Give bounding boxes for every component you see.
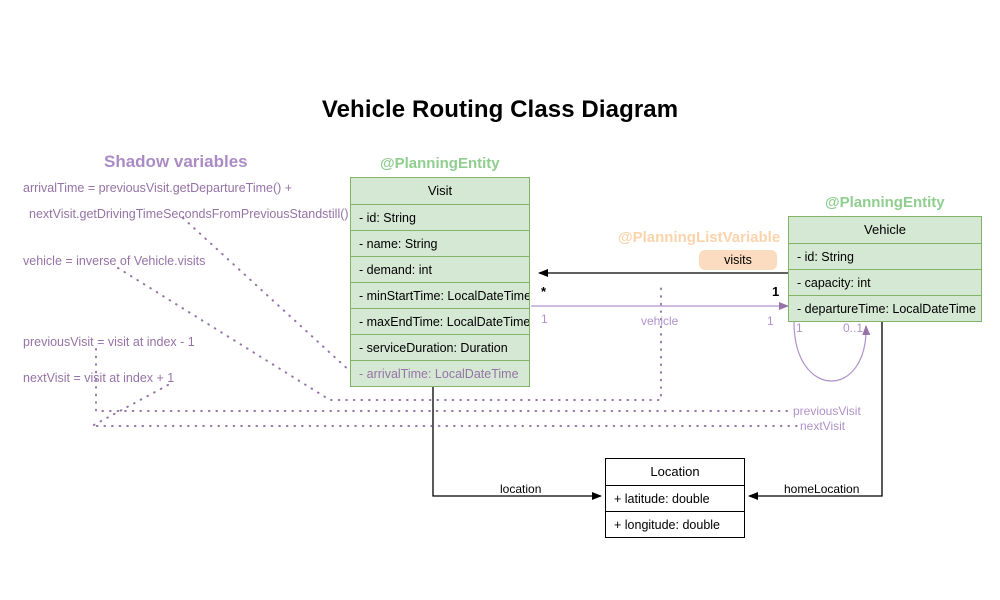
location-attribute-latitude: + latitude: double [606, 485, 744, 511]
vehicle-association-label: vehicle [641, 314, 679, 328]
vehicle-class-name: Vehicle [864, 222, 906, 237]
page-title: Vehicle Routing Class Diagram [321, 96, 679, 123]
visit-attribute-arrival-time: - arrivalTime: LocalDateTime [351, 360, 529, 386]
visit-attribute-service-duration: - serviceDuration: Duration [351, 334, 529, 360]
shadow-variable-arrival-time-line2: nextVisit.getDrivingTimeSecondsFromPrevi… [29, 207, 349, 221]
location-attribute-longitude: + longitude: double [606, 511, 744, 537]
vehicle-attribute-capacity: - capacity: int [789, 269, 981, 295]
visit-attribute-demand: - demand: int [351, 256, 529, 282]
home-location-association-label: homeLocation [784, 482, 860, 496]
class-box-visit[interactable]: Visit - id: String - name: String - dema… [350, 177, 530, 387]
vehicle-attribute-departure-time: - departureTime: LocalDateTime [789, 295, 981, 321]
shadow-variables-heading: Shadow variables [104, 152, 248, 171]
location-class-name: Location [650, 464, 700, 479]
vehicle-source-multiplicity: 1 [541, 312, 548, 326]
visit-attribute-min-start-time: - minStartTime: LocalDateTime [351, 282, 529, 308]
shadow-variable-vehicle: vehicle = inverse of Vehicle.visits [23, 254, 206, 268]
visits-badge[interactable]: visits [699, 250, 777, 270]
class-box-location[interactable]: Location + latitude: double + longitude:… [605, 458, 745, 538]
visit-class-name: Visit [427, 183, 453, 198]
shadow-variable-next-visit: nextVisit = visit at index + 1 [23, 371, 175, 385]
shadow-connector-arrival-time [182, 217, 353, 374]
shadow-variable-previous-visit: previousVisit = visit at index - 1 [23, 335, 195, 349]
shadow-variable-arrival-time-line1: arrivalTime = previousVisit.getDeparture… [23, 181, 293, 195]
visits-source-multiplicity: * [541, 284, 547, 299]
visits-stereotype: @PlanningListVariable [618, 229, 781, 246]
edge-location [432, 383, 602, 500]
visits-target-multiplicity: 1 [772, 284, 780, 299]
visit-attribute-max-end-time: - maxEndTime: LocalDateTime [351, 308, 529, 334]
shadow-connector-next-visit [91, 384, 799, 427]
visit-attribute-id: - id: String [351, 204, 529, 230]
visit-attribute-name: - name: String [351, 230, 529, 256]
vehicle-attribute-id: - id: String [789, 243, 981, 269]
next-visit-label: nextVisit [800, 419, 846, 433]
previous-visit-label: previousVisit [793, 404, 861, 418]
vehicle-stereotype: @PlanningEntity [825, 194, 945, 211]
vehicle-target-multiplicity: 1 [767, 314, 774, 328]
location-association-label: location [500, 482, 542, 496]
visit-stereotype: @PlanningEntity [380, 155, 500, 172]
self-loop-source-multiplicity: 1 [796, 321, 803, 335]
self-loop-target-multiplicity: 0..1 [843, 321, 864, 335]
class-box-vehicle[interactable]: Vehicle - id: String - capacity: int - d… [788, 216, 982, 322]
